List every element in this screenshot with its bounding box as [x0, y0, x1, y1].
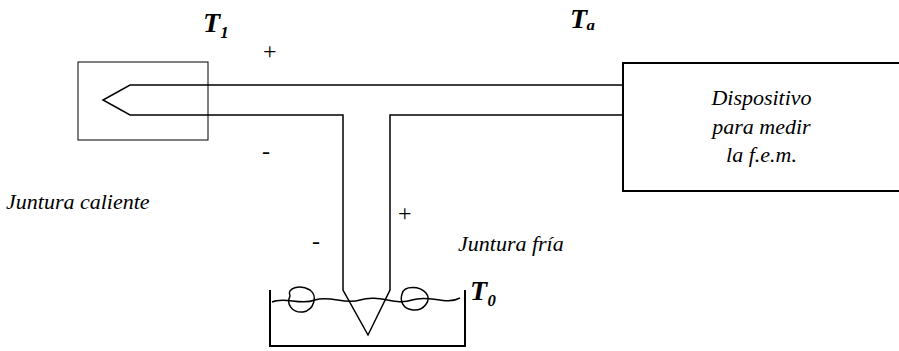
junction-label: Juntura fría — [458, 232, 564, 256]
polarity-sign: - — [312, 228, 320, 254]
polarity-sign: + — [263, 38, 277, 64]
thermocouple-wires — [103, 85, 622, 335]
device-label: Dispositivo para medir la f.e.m. — [706, 84, 818, 170]
temperature-label: T₁ — [203, 8, 230, 39]
measuring-device-box: Dispositivo para medir la f.e.m. — [622, 62, 899, 192]
ice-cube — [289, 287, 314, 312]
temperature-label: T₀ — [470, 276, 497, 307]
ice-bath — [270, 290, 465, 346]
hot-junction-box — [78, 62, 208, 140]
junction-label: Juntura caliente — [6, 190, 150, 214]
water-surface — [272, 298, 460, 302]
temperature-label: Tₐ — [570, 4, 595, 35]
polarity-sign: + — [398, 200, 412, 226]
ice-cube — [401, 288, 428, 311]
polarity-sign: - — [262, 138, 270, 164]
